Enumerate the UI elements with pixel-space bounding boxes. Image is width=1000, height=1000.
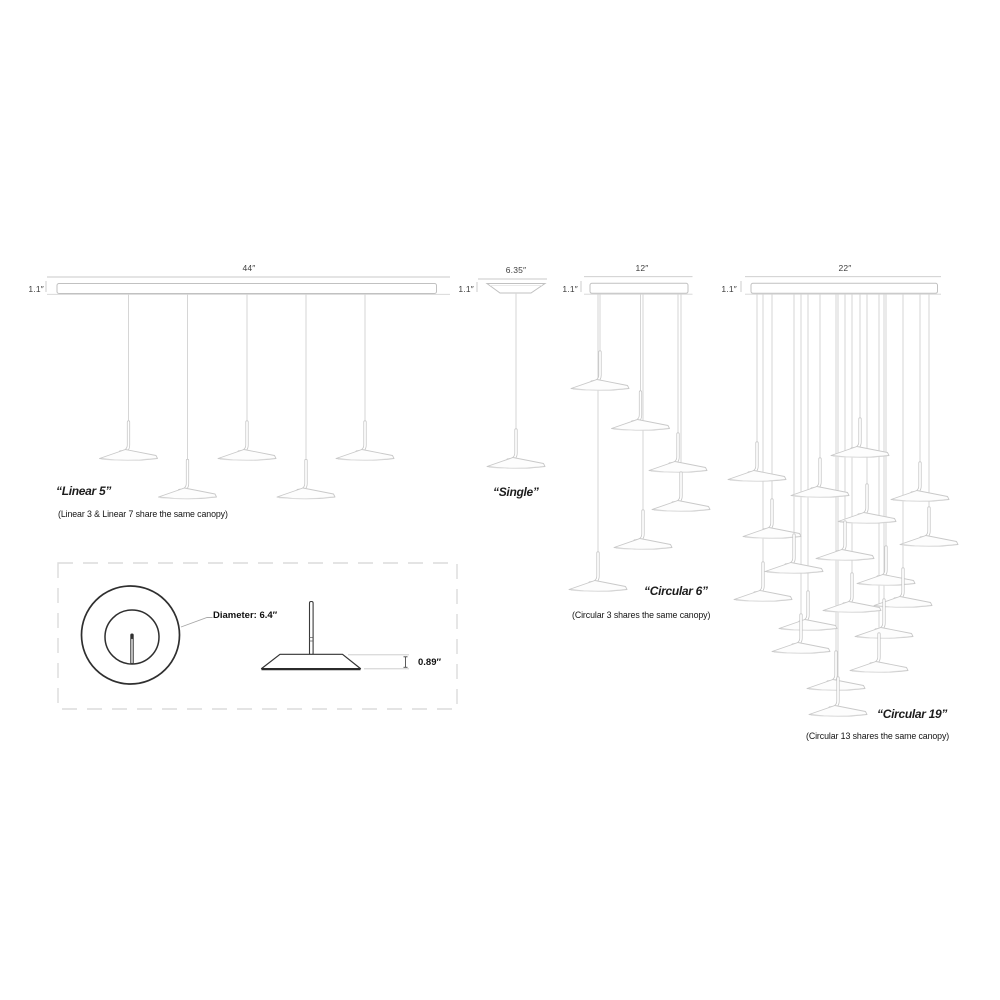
shade-side-view [260, 653, 362, 670]
pendant-shade-rim [278, 496, 334, 500]
pendant-shade-rim [101, 457, 156, 461]
shade-detail-group [57, 562, 458, 710]
pendant-shade-rim [832, 454, 888, 458]
pendant-shade-rim [615, 546, 671, 550]
circular6-canopy-height-dimension: 1.1″ [562, 283, 578, 294]
pendant-shade-rim [780, 627, 836, 631]
figure-linear-5 [45, 276, 450, 500]
circular19-note: (Circular 13 shares the same canopy) [806, 731, 950, 741]
canopy-cone [485, 283, 547, 294]
pendant-shade-rim [858, 582, 914, 586]
shade-height-dimension: 0.89″ [418, 656, 442, 668]
circular19-label: “Circular 19” [877, 706, 948, 721]
pendant-shade-rim [160, 496, 215, 500]
pendant-shade-rim [875, 604, 931, 608]
linear5-label: “Linear 5” [56, 483, 112, 498]
stem-side-view [308, 600, 314, 656]
pendant-shade-rim [735, 598, 791, 602]
canopy-bar [56, 283, 437, 294]
pendant-shade-rim [856, 635, 912, 639]
pendant-shade-rim [570, 588, 626, 592]
figure-single [476, 278, 547, 469]
circular6-width-dimension: 12″ [635, 262, 649, 273]
pendant-shade-rim [219, 457, 275, 461]
pendant-shade-rim [653, 508, 709, 512]
pendant-shade-rim [817, 557, 873, 561]
pendant-shade-rim [766, 570, 822, 574]
figure-circular-19 [727, 276, 959, 717]
pendant-shade-rim [729, 478, 785, 482]
linear5-width-dimension: 44″ [242, 263, 256, 273]
stem-tube-top-view [130, 637, 134, 665]
stem-cap-top-view [130, 633, 134, 639]
single-width-dimension: 6.35″ [505, 265, 527, 275]
pendant-shade-rim [773, 650, 829, 654]
pendant-shade-rim [792, 494, 848, 498]
pendant-shade-rim [824, 609, 880, 613]
pendant-shade-rim [851, 669, 907, 673]
canopy-bar [589, 282, 689, 294]
pendant-shade-rim [892, 498, 948, 502]
shade-diameter-dimension: Diameter: 6.4″ [213, 610, 278, 621]
pendant-shade-rim [901, 543, 957, 547]
pendant-shade-rim [810, 713, 866, 717]
figure-circular-6 [568, 276, 711, 592]
circular19-width-dimension: 22″ [838, 262, 852, 273]
pendant-shade-rim [613, 427, 668, 431]
single-canopy-height-dimension: 1.1″ [458, 283, 474, 294]
circular6-note: (Circular 3 shares the same canopy) [572, 609, 711, 620]
circular19-canopy-height-dimension: 1.1″ [721, 283, 737, 294]
pendant-shade-rim [808, 687, 864, 691]
pendant-shade-rim [488, 465, 544, 469]
linear5-canopy-height-dimension: 1.1″ [28, 283, 44, 294]
single-label: “Single” [493, 484, 539, 499]
detail-dashed-box [57, 562, 458, 710]
circular6-label: “Circular 6” [644, 583, 708, 598]
canopy-bar [750, 282, 938, 294]
linear5-note: (Linear 3 & Linear 7 share the same cano… [58, 508, 228, 519]
diameter-leader-line [180, 617, 213, 628]
pendant-shade-rim [337, 457, 393, 461]
pendant-shade-rim [650, 469, 706, 473]
pendant-shade-rim [572, 387, 628, 391]
shade-top-view-outer-circle [80, 585, 181, 685]
